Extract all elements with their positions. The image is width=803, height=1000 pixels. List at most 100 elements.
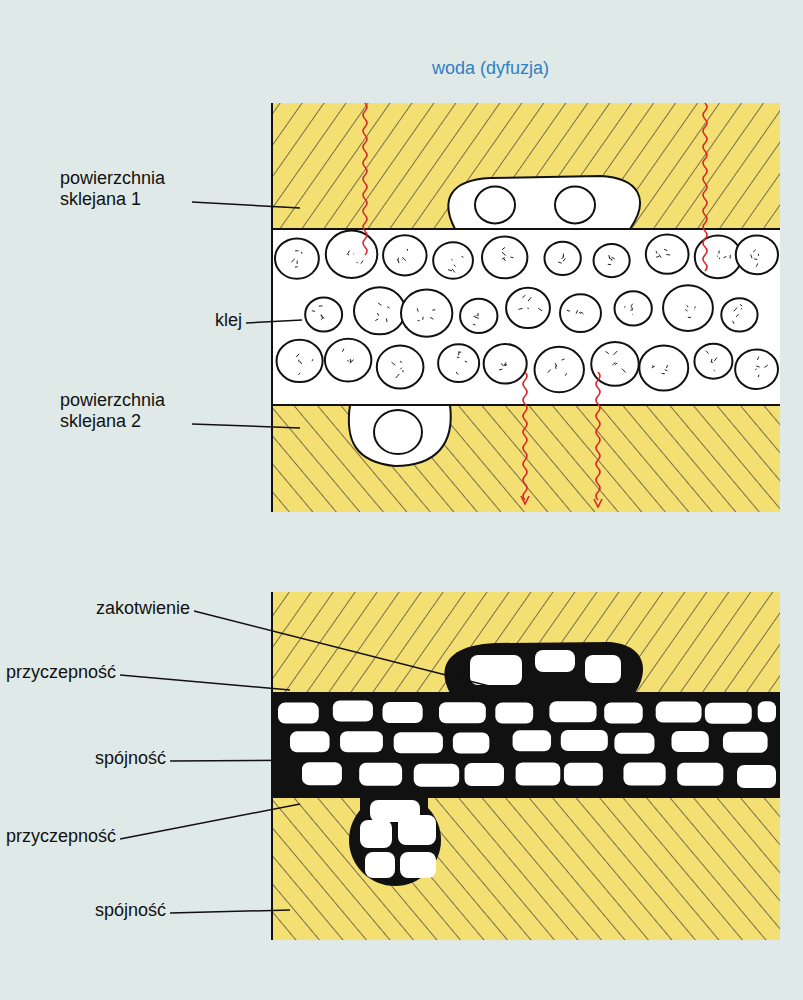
grain-texture [548, 369, 551, 372]
grain-texture [432, 309, 435, 310]
grain-texture [319, 305, 323, 306]
grain-texture [353, 253, 355, 254]
grain-texture [474, 316, 476, 317]
grain-texture [400, 361, 402, 363]
grain-texture [295, 266, 298, 267]
grain-texture [714, 358, 717, 361]
solid-particle [439, 702, 486, 723]
grain-texture [296, 354, 299, 357]
grain-texture [711, 359, 713, 363]
grain-texture [311, 359, 313, 361]
adhesive-cavity [448, 176, 640, 229]
part-label: zakotwienie [96, 598, 190, 619]
grain-texture [361, 261, 363, 264]
grain [639, 346, 688, 391]
grain-texture [576, 310, 578, 314]
grain-texture [694, 309, 695, 310]
leader-lines [120, 202, 497, 913]
grain-texture [724, 256, 727, 257]
grain-texture [656, 251, 657, 254]
grain-texture [357, 262, 358, 263]
solid-particle [394, 732, 443, 753]
grain-texture [505, 365, 507, 366]
grain [275, 238, 319, 278]
hatching [272, 797, 780, 940]
solid-particle [465, 763, 504, 786]
grain-texture [457, 357, 460, 358]
grain-texture [694, 307, 696, 308]
grain-texture [295, 250, 298, 251]
grain [735, 349, 778, 388]
grain-texture [562, 255, 564, 258]
grain-texture [665, 370, 668, 371]
grain-texture [740, 304, 742, 306]
adhesive-cavity [349, 405, 451, 466]
grain-texture [631, 306, 632, 309]
grain-texture [378, 303, 381, 305]
solid-particle [278, 703, 319, 724]
part-label: przyczepność [6, 826, 116, 847]
solid-particle [671, 731, 708, 752]
grain-texture [510, 257, 513, 259]
solid-particle [549, 701, 596, 722]
grain-texture [562, 359, 565, 360]
grain-texture [714, 370, 715, 372]
grain-texture [664, 249, 667, 250]
solid-particle [290, 731, 330, 752]
grain-texture [297, 261, 298, 264]
grain-texture [583, 314, 584, 315]
grain [326, 231, 378, 278]
grain [694, 344, 732, 379]
solid-particle [513, 730, 551, 751]
grain-texture [350, 360, 354, 364]
grain-texture [342, 349, 344, 352]
interface-line [630, 228, 780, 230]
grain-texture [563, 258, 565, 261]
grain-texture [473, 324, 476, 326]
solid-particle [535, 650, 575, 672]
edge-line [271, 103, 273, 512]
diffusion-arrowhead [521, 496, 529, 504]
grain-texture [519, 308, 523, 310]
grain [535, 347, 584, 392]
grain-texture [666, 254, 670, 255]
solid-particle [400, 852, 436, 878]
solid-particle [495, 703, 533, 724]
grain [484, 344, 527, 384]
grain [460, 299, 497, 333]
grain-texture [580, 312, 583, 313]
grain [438, 344, 479, 382]
substrate-2 [272, 797, 780, 940]
grain-texture [718, 251, 719, 254]
grain-texture [458, 352, 461, 353]
grain-texture [528, 297, 531, 301]
grain-texture [630, 309, 633, 310]
grain [383, 235, 427, 275]
grain-texture [504, 364, 507, 366]
grain-texture [448, 270, 452, 271]
grain [560, 294, 601, 332]
solid-particle [383, 702, 423, 723]
solid-particle [705, 703, 752, 724]
grain-texture [451, 259, 452, 260]
solid-particle [723, 732, 768, 753]
grain-texture [741, 308, 743, 309]
solid-particle [359, 763, 402, 786]
grain-texture [398, 260, 399, 264]
grain-texture [712, 362, 714, 363]
grain-texture [611, 260, 613, 261]
grain [305, 297, 342, 331]
grain-texture [615, 363, 617, 365]
leader-line [194, 611, 497, 688]
substrate-1 [272, 592, 780, 693]
flow-label: woda (dyfuzja) [432, 58, 549, 79]
grain [506, 288, 550, 328]
leader-line [192, 424, 300, 428]
grain-texture [291, 259, 295, 263]
solid-particle [365, 852, 395, 878]
grain-texture [402, 259, 403, 260]
grain-texture [652, 366, 655, 368]
grain [594, 244, 630, 277]
grain [482, 237, 527, 279]
